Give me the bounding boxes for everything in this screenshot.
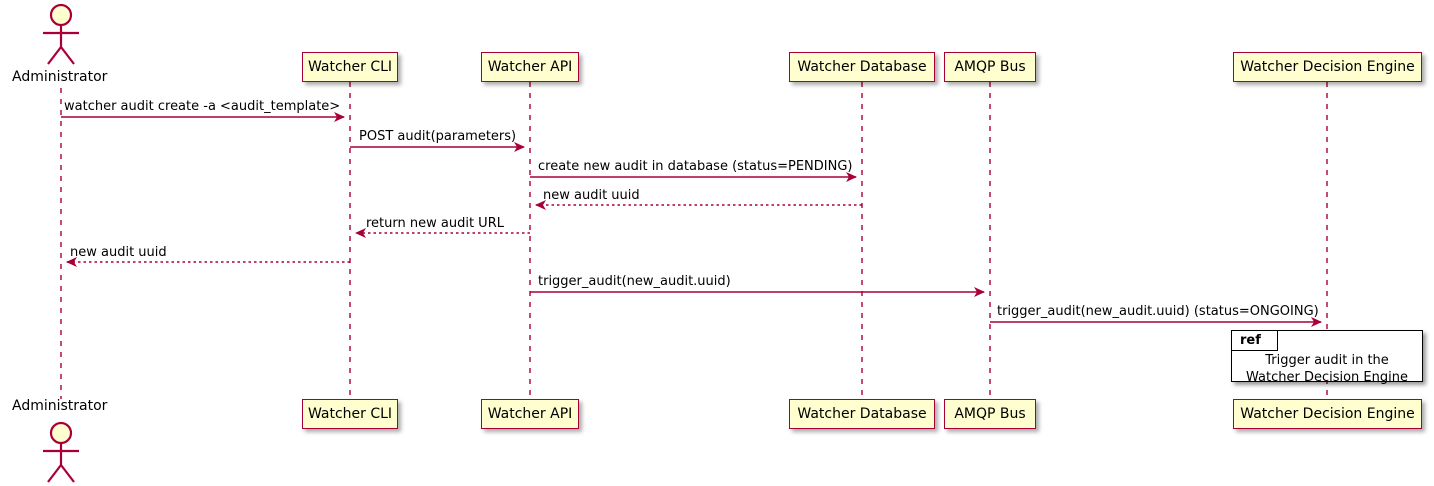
actor-label-administrator-top: Administrator <box>12 69 108 85</box>
actor-administrator-top <box>43 3 79 65</box>
participant-label: Watcher Database <box>797 59 927 75</box>
participant-label: Watcher Decision Engine <box>1240 59 1415 75</box>
participant-label: Watcher API <box>487 406 573 422</box>
participant-amqp-bus-top[interactable]: AMQP Bus <box>944 52 1036 82</box>
actor-administrator-bottom <box>43 421 79 483</box>
participant-label: Watcher API <box>487 59 573 75</box>
participant-label: Watcher Database <box>797 406 927 422</box>
message-label-7: trigger_audit(new_audit.uuid) (status=ON… <box>997 304 1319 319</box>
ref-fragment[interactable]: ref Trigger audit in the Watcher Decisio… <box>1231 330 1423 385</box>
participant-watcher-cli-bottom[interactable]: Watcher CLI <box>302 399 398 429</box>
participant-watcher-database-top[interactable]: Watcher Database <box>789 52 935 82</box>
participant-watcher-decision-engine-bottom[interactable]: Watcher Decision Engine <box>1233 399 1422 429</box>
participant-amqp-bus-bottom[interactable]: AMQP Bus <box>944 399 1036 429</box>
participant-label: AMQP Bus <box>954 59 1026 75</box>
message-label-1: POST audit(parameters) <box>359 129 517 144</box>
message-label-3: new audit uuid <box>543 188 640 203</box>
participant-label: Watcher CLI <box>307 406 393 422</box>
participant-watcher-cli-top[interactable]: Watcher CLI <box>302 52 398 82</box>
participant-label: AMQP Bus <box>954 406 1026 422</box>
message-arrows <box>61 112 1322 327</box>
ref-fragment-line-2: Watcher Decision Engine <box>1246 369 1408 385</box>
message-label-0: watcher audit create -a <audit_template> <box>64 99 341 114</box>
message-label-4: return new audit URL <box>366 216 504 231</box>
participant-watcher-api-top[interactable]: Watcher API <box>481 52 579 82</box>
participant-label: Watcher CLI <box>307 59 393 75</box>
participant-watcher-api-bottom[interactable]: Watcher API <box>481 399 579 429</box>
message-label-5: new audit uuid <box>70 245 167 260</box>
message-label-6: trigger_audit(new_audit.uuid) <box>538 274 731 289</box>
message-label-2: create new audit in database (status=PEN… <box>538 159 853 174</box>
ref-fragment-line-1: Trigger audit in the <box>1265 353 1389 368</box>
participant-watcher-database-bottom[interactable]: Watcher Database <box>789 399 935 429</box>
participant-label: Watcher Decision Engine <box>1240 406 1415 422</box>
ref-fragment-operator: ref <box>1232 331 1278 351</box>
actor-label-administrator-bottom: Administrator <box>12 398 108 414</box>
ref-fragment-body: Trigger audit in the Watcher Decision En… <box>1232 353 1422 386</box>
participant-watcher-decision-engine-top[interactable]: Watcher Decision Engine <box>1233 52 1422 82</box>
lifelines <box>60 82 1328 399</box>
